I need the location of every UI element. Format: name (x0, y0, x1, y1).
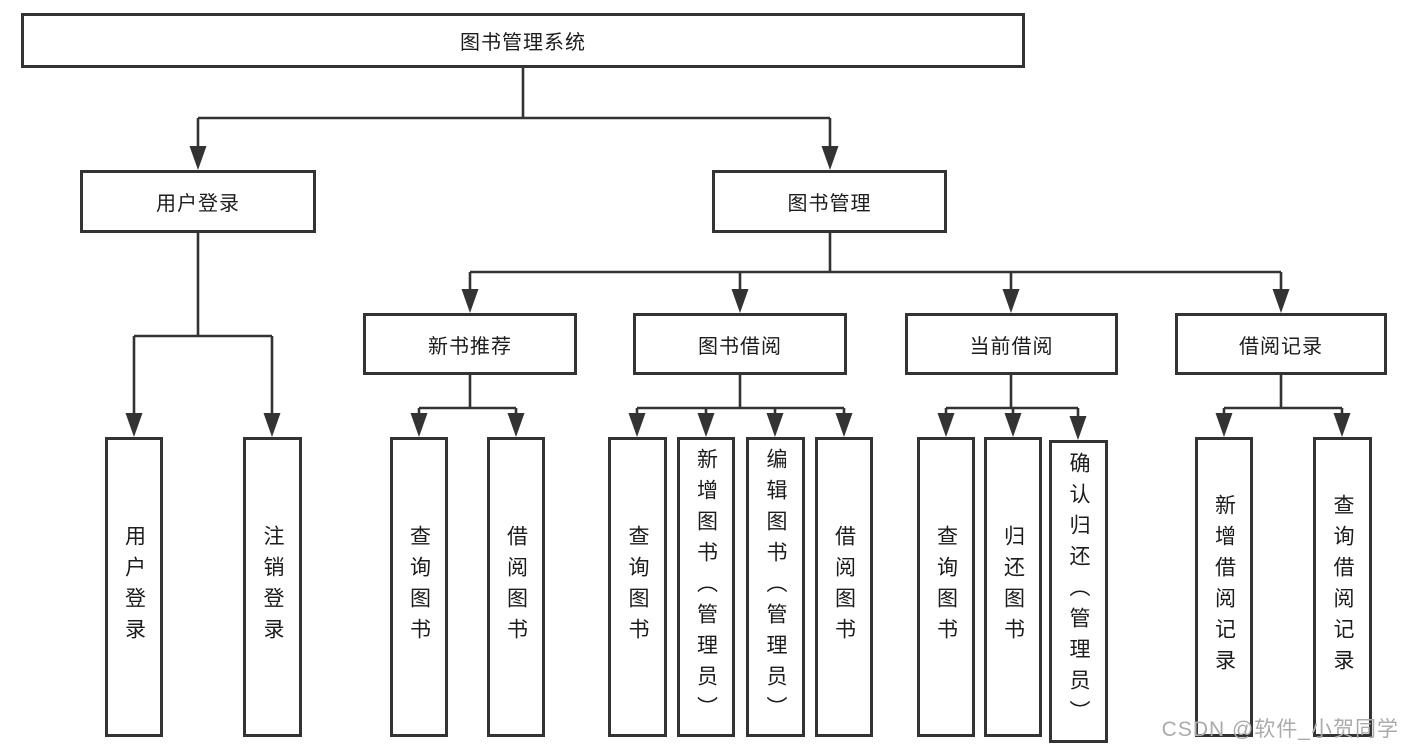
node-label: 图书管理系统 (460, 32, 586, 54)
node-label: 查询图书 (934, 525, 958, 649)
leaf-query-books-borrow: 查询图书 (608, 437, 667, 737)
node-current-borrow: 当前借阅 (905, 313, 1118, 375)
node-label: 归还图书 (1001, 525, 1025, 649)
node-new-book-recommend: 新书推荐 (363, 313, 577, 375)
leaf-add-books-admin: 新增图书（管理员） (677, 437, 735, 737)
node-label: 图书借阅 (698, 335, 782, 358)
node-borrow-records: 借阅记录 (1175, 313, 1387, 375)
node-book-borrow: 图书借阅 (633, 313, 847, 375)
node-label: 确认归还（管理员） (1067, 452, 1090, 731)
node-label: 编辑图书（管理员） (764, 447, 787, 727)
leaf-query-books-current: 查询图书 (917, 437, 975, 737)
node-label: 新增图书（管理员） (694, 447, 718, 727)
leaf-return-books: 归还图书 (984, 437, 1042, 737)
node-label: 查询图书 (407, 525, 431, 649)
node-label: 图书管理 (787, 193, 872, 215)
leaf-query-books-recommend: 查询图书 (390, 437, 448, 737)
node-label: 用户登录 (156, 193, 240, 215)
leaf-user-login: 用户登录 (105, 437, 163, 737)
leaf-add-borrow-record: 新增借阅记录 (1195, 437, 1253, 737)
node-label: 注销登录 (261, 525, 284, 649)
node-user-login: 用户登录 (80, 170, 316, 233)
node-label: 新增借阅记录 (1212, 494, 1236, 680)
node-book-management: 图书管理 (712, 170, 947, 233)
node-label: 新书推荐 (428, 335, 512, 358)
node-label: 查询借阅记录 (1331, 494, 1354, 680)
leaf-borrow-books-recommend: 借阅图书 (487, 437, 545, 737)
leaf-query-borrow-record: 查询借阅记录 (1313, 437, 1372, 737)
node-label: 查询图书 (626, 525, 649, 649)
node-label: 借阅图书 (832, 525, 856, 649)
node-label: 借阅图书 (504, 525, 528, 649)
leaf-logout: 注销登录 (243, 437, 302, 737)
csdn-watermark: CSDN @软件_小贺同学 (1161, 718, 1399, 741)
leaf-borrow-books: 借阅图书 (815, 437, 873, 737)
node-book-management-system: 图书管理系统 (21, 13, 1025, 68)
node-label: 当前借阅 (969, 335, 1054, 358)
leaf-edit-books-admin: 编辑图书（管理员） (746, 437, 805, 737)
node-label: 用户登录 (122, 525, 146, 649)
node-label: 借阅记录 (1239, 335, 1323, 358)
leaf-confirm-return-admin: 确认归还（管理员） (1049, 440, 1108, 743)
